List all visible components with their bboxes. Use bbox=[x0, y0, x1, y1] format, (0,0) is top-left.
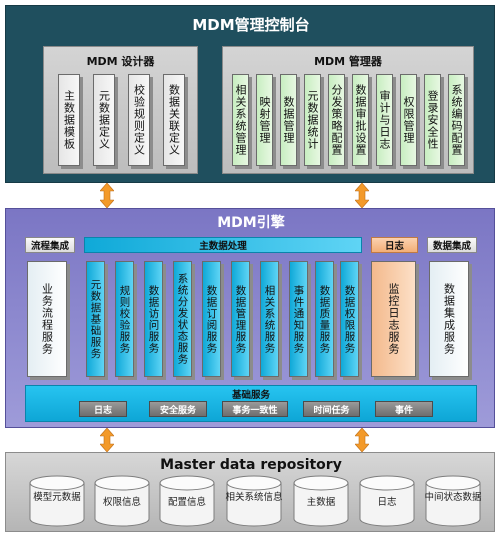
database-icon bbox=[359, 475, 415, 527]
mdm-console-panel: MDM管理控制台 MDM 设计器 主数据模板 元数据定义 校验规则定义 数据关联… bbox=[5, 5, 495, 183]
manager-item: 数据管理 bbox=[280, 74, 297, 166]
master-data-processing-header: 主数据处理 bbox=[84, 237, 362, 253]
database-icon bbox=[159, 475, 215, 527]
engine-service: 元数据基础服务 bbox=[86, 261, 105, 377]
designer-item: 主数据模板 bbox=[58, 74, 80, 166]
manager-title: MDM 管理器 bbox=[314, 55, 382, 68]
database-cylinder: 配置信息 bbox=[158, 475, 216, 529]
manager-item: 审计与日志 bbox=[376, 74, 393, 166]
engine-service: 规则校验服务 bbox=[115, 261, 134, 377]
engine-service: 事件通知服务 bbox=[289, 261, 308, 377]
console-title: MDM管理控制台 bbox=[192, 16, 310, 34]
database-cylinder: 日志 bbox=[358, 475, 416, 529]
manager-item: 元数据统计 bbox=[304, 74, 321, 166]
master-data-repository-panel: Master data repository 模型元数据 权限信息 配置信息 相… bbox=[5, 452, 495, 532]
engine-service: 数据权限服务 bbox=[340, 261, 359, 377]
manager-item: 权限管理 bbox=[400, 74, 417, 166]
monitor-log-service: 监控日志服务 bbox=[371, 261, 416, 377]
base-service-log: 日志 bbox=[79, 401, 127, 417]
base-services-title: 基础服务 bbox=[231, 390, 270, 401]
double-arrow-icon bbox=[100, 183, 114, 208]
manager-item: 映射管理 bbox=[256, 74, 273, 166]
engine-service: 数据访问服务 bbox=[144, 261, 163, 377]
data-integration-header: 数据集成 bbox=[427, 237, 477, 253]
repository-title: Master data repository bbox=[160, 457, 342, 473]
database-icon bbox=[29, 475, 85, 527]
database-icon bbox=[425, 475, 481, 527]
mdm-manager-panel: MDM 管理器 相关系统管理 映射管理 数据管理 元数据统计 分发策略配置 数据… bbox=[222, 46, 474, 174]
database-cylinder: 模型元数据 bbox=[28, 475, 86, 529]
base-service-security: 安全服务 bbox=[149, 401, 207, 417]
process-integration-header: 流程集成 bbox=[25, 237, 75, 253]
business-process-service: 业务流程服务 bbox=[27, 261, 67, 377]
engine-service: 数据管理服务 bbox=[231, 261, 250, 377]
engine-service: 相关系统服务 bbox=[260, 261, 279, 377]
base-service-timer-task: 时间任务 bbox=[303, 401, 360, 417]
double-arrow-icon bbox=[355, 428, 369, 452]
log-header: 日志 bbox=[371, 237, 418, 253]
base-service-transaction: 事务一致性 bbox=[222, 401, 288, 417]
engine-service: 系统分发状态服务 bbox=[173, 261, 192, 377]
base-services-bar: 基础服务 日志 安全服务 事务一致性 时间任务 事件 bbox=[25, 385, 477, 422]
manager-item: 数据审批设置 bbox=[352, 74, 369, 166]
double-arrow-icon bbox=[355, 183, 369, 208]
mdm-designer-panel: MDM 设计器 主数据模板 元数据定义 校验规则定义 数据关联定义 bbox=[43, 46, 198, 174]
designer-title: MDM 设计器 bbox=[86, 55, 155, 68]
database-icon bbox=[293, 475, 349, 527]
base-service-event: 事件 bbox=[375, 401, 433, 417]
designer-item: 数据关联定义 bbox=[163, 74, 185, 166]
database-cylinder: 主数据 bbox=[292, 475, 350, 529]
designer-item: 校验规则定义 bbox=[128, 74, 150, 166]
engine-title: MDM引擎 bbox=[217, 215, 285, 231]
database-cylinder: 中间状态数据 bbox=[424, 475, 482, 529]
data-integration-service: 数据集成服务 bbox=[429, 261, 469, 377]
engine-service: 数据质量服务 bbox=[315, 261, 334, 377]
double-arrow-icon bbox=[100, 428, 114, 452]
manager-item: 登录安全性 bbox=[424, 74, 441, 166]
database-icon bbox=[94, 475, 150, 527]
manager-item: 系统编码配置 bbox=[448, 74, 465, 166]
manager-item: 分发策略配置 bbox=[328, 74, 345, 166]
database-cylinder: 权限信息 bbox=[93, 475, 151, 529]
designer-item: 元数据定义 bbox=[93, 74, 115, 166]
manager-item: 相关系统管理 bbox=[232, 74, 249, 166]
database-cylinder: 相关系统信息 bbox=[225, 475, 283, 529]
database-icon bbox=[226, 475, 282, 527]
engine-service: 数据订阅服务 bbox=[202, 261, 221, 377]
